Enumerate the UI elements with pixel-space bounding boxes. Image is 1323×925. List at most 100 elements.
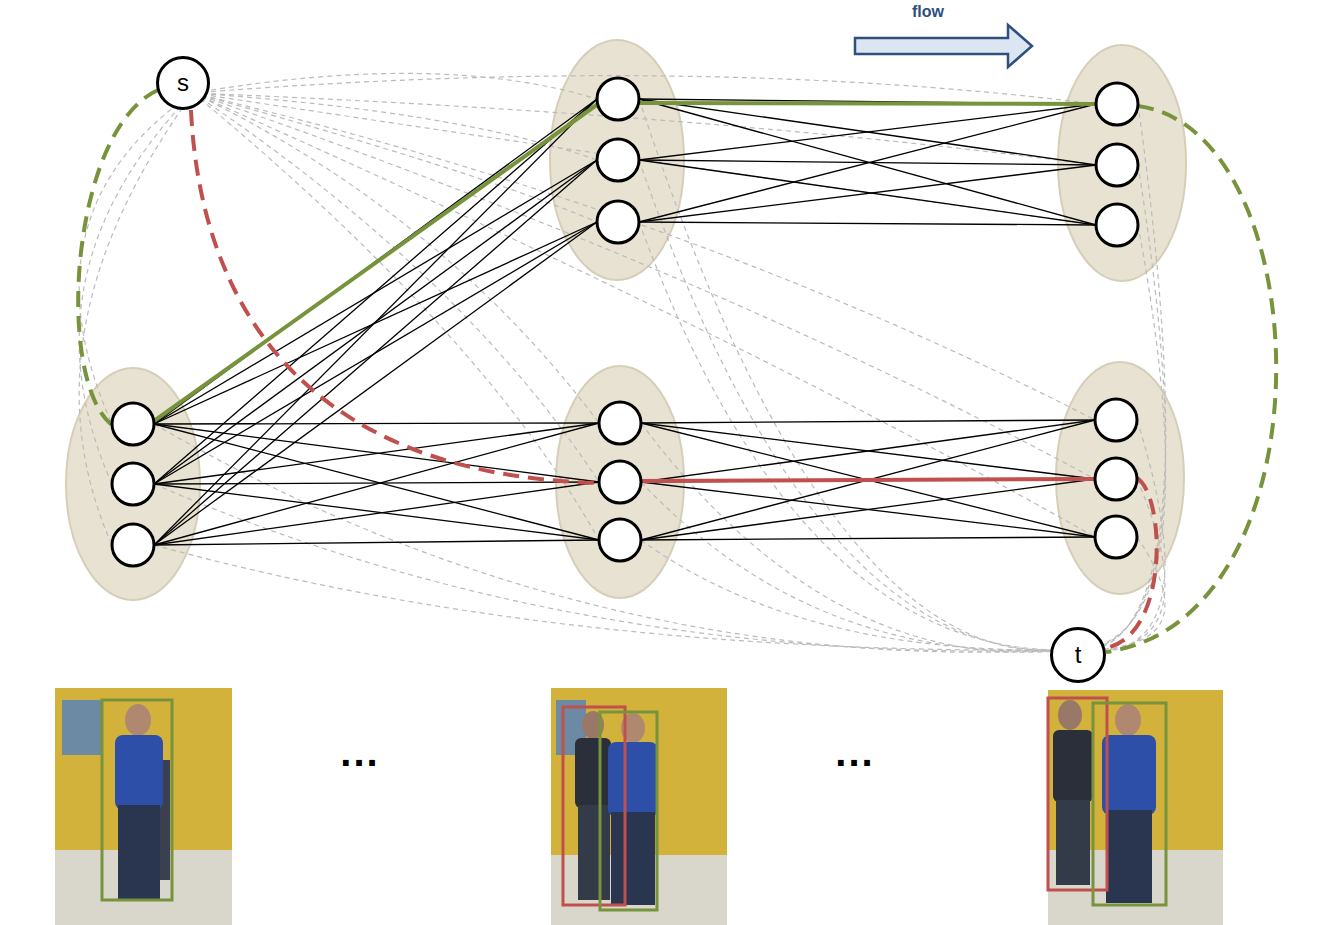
- source-sink-links: [79, 73, 1165, 652]
- sink-link: [639, 222, 1068, 650]
- transition-line: [154, 99, 597, 484]
- source-link: [193, 93, 1095, 537]
- detection-circle: [599, 461, 641, 503]
- transition-line: [154, 160, 597, 545]
- source-link: [193, 93, 1096, 225]
- frame-photo: [551, 688, 727, 925]
- bbox: [102, 700, 172, 900]
- sink-link: [154, 484, 1068, 651]
- detection-circles: [112, 78, 1138, 566]
- shirt: [1102, 735, 1156, 815]
- transition-line: [641, 537, 1095, 540]
- shirt: [608, 742, 658, 817]
- frame-ellipse: [1058, 45, 1186, 281]
- node-label: s: [177, 71, 189, 95]
- transition-links: [154, 99, 1096, 545]
- source-link: [79, 93, 193, 545]
- transition-line: [641, 420, 1095, 423]
- transition-line: [641, 420, 1095, 482]
- ellipsis-dots: ...: [340, 730, 379, 775]
- track-dashed: [1106, 478, 1157, 648]
- flow-label: flow: [912, 3, 944, 21]
- detection-circle: [1095, 399, 1137, 441]
- frame-photo: [55, 688, 232, 925]
- source-link: [79, 93, 193, 484]
- detection-circle: [112, 524, 154, 566]
- jeans: [1056, 800, 1090, 885]
- detection-circle: [597, 139, 639, 181]
- wall: [1048, 690, 1223, 925]
- node-label: t: [1075, 643, 1082, 667]
- track-dashed: [1106, 106, 1276, 652]
- frame-photo: [1048, 690, 1223, 925]
- jeans: [1106, 810, 1152, 903]
- transition-line: [639, 160, 1096, 225]
- detection-circle: [1096, 144, 1138, 186]
- bbox: [600, 712, 657, 910]
- track-line: [639, 103, 1096, 104]
- source-link: [193, 93, 1095, 479]
- shirt: [115, 735, 163, 810]
- track-line: [641, 479, 1095, 481]
- detection-circle: [599, 402, 641, 444]
- sink-link: [1068, 479, 1165, 651]
- transition-line: [154, 484, 599, 540]
- wall: [55, 688, 232, 925]
- sink-link: [1068, 104, 1166, 651]
- source-link: [193, 73, 597, 99]
- transition-line: [641, 479, 1095, 540]
- head: [1115, 704, 1141, 736]
- sink-link: [639, 160, 1068, 650]
- bbox: [1093, 703, 1166, 905]
- frame-groups: [66, 40, 1186, 600]
- jeans: [118, 805, 160, 900]
- terminal-node: t: [1050, 627, 1106, 683]
- flow-arrow: [855, 25, 1032, 67]
- bbox: [563, 707, 625, 905]
- jeans: [611, 812, 655, 905]
- source-link: [193, 93, 597, 222]
- transition-line: [154, 540, 599, 545]
- head: [125, 704, 151, 736]
- transition-line: [639, 104, 1096, 160]
- transition-line: [639, 99, 1096, 165]
- detection-circle: [1095, 458, 1137, 500]
- sink-link: [1068, 165, 1166, 650]
- terminal-node: s: [156, 56, 210, 110]
- track-dashed: [78, 90, 158, 425]
- transition-line: [154, 222, 597, 545]
- shirt: [1053, 730, 1093, 802]
- detection-circle: [597, 78, 639, 120]
- sink-link: [641, 540, 1068, 650]
- transition-line: [154, 222, 597, 424]
- transition-line: [641, 479, 1095, 482]
- detection-circle: [1095, 516, 1137, 558]
- bbox: [1048, 698, 1107, 890]
- source-link: [79, 93, 193, 424]
- poster: [62, 700, 102, 755]
- detection-circle: [1096, 204, 1138, 246]
- sink-link: [154, 545, 1068, 650]
- detection-circle: [112, 463, 154, 505]
- transition-line: [639, 99, 1096, 104]
- wall: [551, 688, 727, 925]
- transition-line: [154, 482, 599, 545]
- shirt: [575, 738, 611, 808]
- transition-line: [639, 222, 1096, 225]
- ellipsis-dots: ...: [835, 730, 874, 775]
- transition-line: [641, 423, 1095, 537]
- detection-circle: [597, 201, 639, 243]
- detection-circle: [112, 403, 154, 445]
- transition-line: [154, 423, 599, 424]
- jeans: [578, 805, 610, 900]
- tracks: [78, 90, 1276, 652]
- transition-line: [641, 420, 1095, 540]
- track-dashed: [191, 110, 599, 483]
- detection-circle: [599, 519, 641, 561]
- detection-circle: [1096, 83, 1138, 125]
- transition-line: [639, 104, 1096, 222]
- transition-line: [154, 423, 599, 545]
- source-link: [193, 93, 1095, 420]
